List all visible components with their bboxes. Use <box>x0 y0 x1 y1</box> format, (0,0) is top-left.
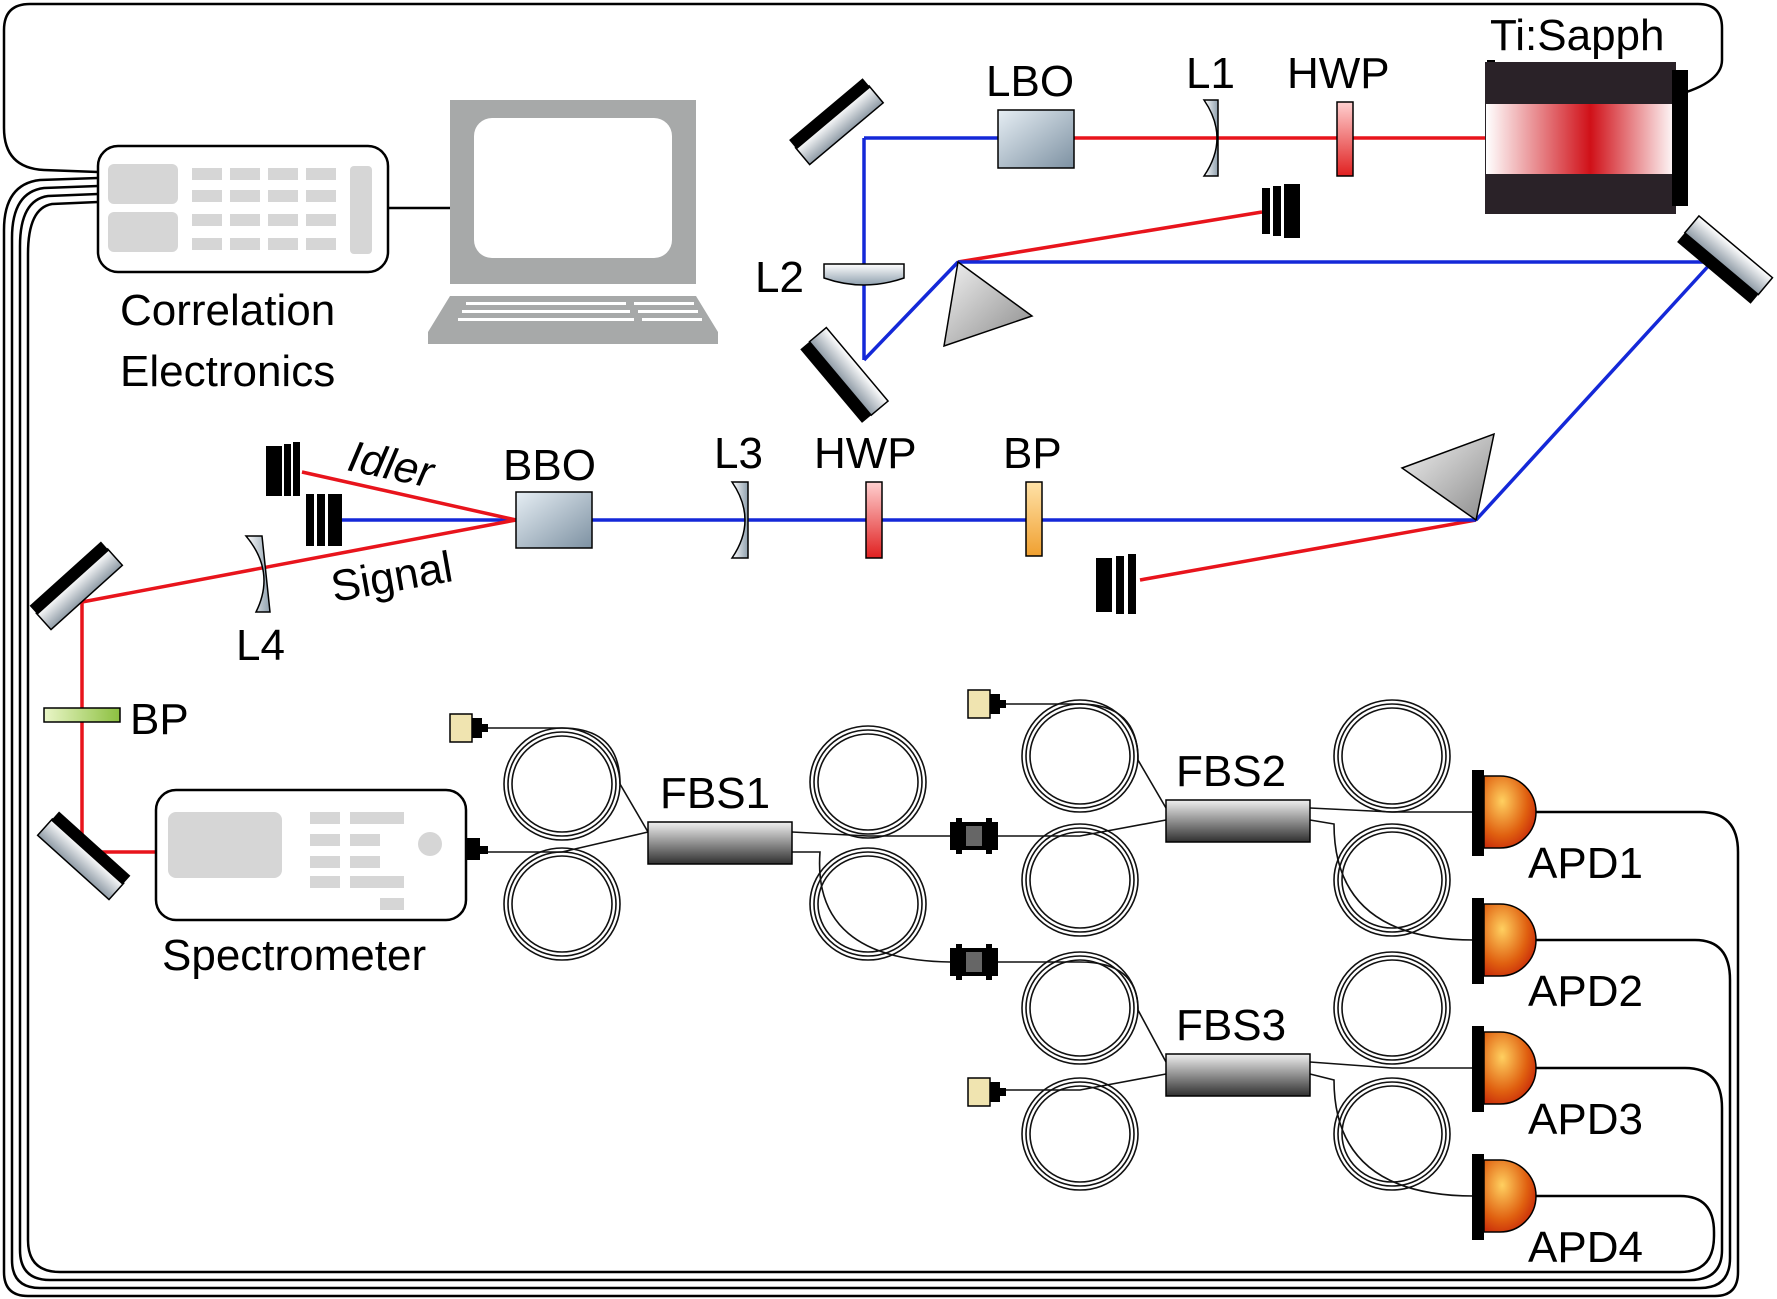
hwp-top-label: HWP <box>1287 49 1390 98</box>
spectrometer-label: Spectrometer <box>162 931 426 980</box>
fiber-mating-sleeve-1 <box>950 818 998 854</box>
spectrometer-knob <box>418 832 442 856</box>
fiber-coil-fbs3-in-top <box>1021 951 1139 1065</box>
lens-l1 <box>1202 99 1219 177</box>
fiber-connector-spectrometer <box>466 838 488 860</box>
fbs2-label: FBS2 <box>1176 747 1286 796</box>
computer-icon <box>428 100 718 344</box>
bbo-label: BBO <box>503 441 596 490</box>
fiber-beam-splitter-1 <box>647 821 793 865</box>
apd-signal-line-2 <box>10 184 1732 1290</box>
idler-beam <box>301 470 517 522</box>
fiber-coil-fbs3-in-bottom <box>1021 1077 1139 1191</box>
lens-l2 <box>823 263 905 286</box>
apd-2 <box>1472 898 1537 984</box>
beam-dump-lower <box>1096 554 1136 614</box>
apd3-label: APD3 <box>1528 1095 1643 1144</box>
lens-l3-label: L3 <box>714 429 763 478</box>
fiber-network <box>486 699 1475 1197</box>
bp-left-label: BP <box>130 695 189 744</box>
bbo-crystal <box>515 491 593 549</box>
correlation-label-line1: Correlation <box>120 286 335 335</box>
lbo-label: LBO <box>986 57 1074 106</box>
fbs3-label: FBS3 <box>1176 1001 1286 1050</box>
beam-dump-idler <box>266 442 300 496</box>
mirror-top <box>789 78 885 166</box>
apd-4 <box>1472 1154 1537 1240</box>
fiber-terminator-fbs1 <box>449 713 488 743</box>
mirror-signal-lower <box>36 811 131 901</box>
blue-diagonal-beam <box>1474 260 1714 522</box>
mirror-lower-left <box>800 326 890 423</box>
ti-sapphire-laser <box>1485 60 1688 214</box>
fiber-beam-splitter-2 <box>1165 799 1311 843</box>
hwp-mid-label: HWP <box>814 429 917 478</box>
lens-l3 <box>730 481 749 559</box>
fiber-coil-fbs1-out-top <box>809 725 927 839</box>
fiber-terminator-fbs3 <box>967 1077 1006 1107</box>
apd-signal-line-3 <box>18 192 1724 1282</box>
keypad <box>192 168 336 250</box>
idler-label: Idler <box>344 432 440 498</box>
fiber-coil-fbs3-out-top <box>1333 951 1451 1065</box>
prism-1 <box>943 260 1034 348</box>
fiber-coil-fbs3-out-bottom <box>1333 1077 1451 1191</box>
apd-signal-line-4 <box>26 200 1716 1274</box>
laser-end-plate <box>1672 70 1688 206</box>
beam-dump-pump <box>306 494 342 546</box>
apd-signal-bundle <box>2 176 1740 1298</box>
bp-mid-label: BP <box>1003 429 1062 478</box>
fiber-coil-fbs2-out-bottom <box>1333 823 1451 937</box>
apd4-label: APD4 <box>1528 1223 1643 1272</box>
fiber-coil-fbs2-in-bottom <box>1021 823 1139 937</box>
fiber-coil-fbs1-out-bottom <box>809 847 927 961</box>
apd-1 <box>1472 770 1537 856</box>
lens-l2-label: L2 <box>755 253 804 302</box>
apd-3 <box>1472 1026 1537 1112</box>
mirror-signal-upper <box>29 541 124 631</box>
signal-beam <box>81 518 517 604</box>
ti-sapph-label: Ti:Sapph <box>1490 11 1664 60</box>
bandpass-filter-left <box>43 707 121 723</box>
spectrometer <box>154 788 468 922</box>
half-wave-plate-mid <box>865 481 883 559</box>
laser-cavity <box>1486 104 1676 174</box>
fiber-beam-splitter-3 <box>1165 1053 1311 1097</box>
half-wave-plate-top <box>1336 101 1354 177</box>
laser-beams <box>80 136 1714 854</box>
side-slot <box>350 166 372 254</box>
mirror-right <box>1677 214 1774 304</box>
residual-red-beam-2 <box>1139 518 1477 582</box>
correlation-electronics <box>96 144 390 274</box>
fiber-terminator-fbs2 <box>967 689 1006 719</box>
bandpass-filter-mid <box>1025 481 1043 557</box>
residual-red-beam <box>957 210 1263 264</box>
fiber-coil-fbs2-in-top <box>1021 699 1139 813</box>
display-panel-1 <box>108 164 178 204</box>
apd1-label: APD1 <box>1528 839 1643 888</box>
fiber-mating-sleeve-2 <box>950 944 998 980</box>
lens-l1-label: L1 <box>1186 49 1235 98</box>
spectrometer-display <box>168 812 282 878</box>
blue-to-prism-beam <box>862 260 960 362</box>
lbo-crystal <box>997 109 1075 169</box>
prism-2 <box>1400 432 1496 522</box>
correlation-label-line2: Electronics <box>120 347 335 396</box>
apd2-label: APD2 <box>1528 967 1643 1016</box>
beam-dump-top <box>1262 184 1300 238</box>
lens-l4-label: L4 <box>236 621 285 670</box>
electrical-wiring <box>2 2 1740 1298</box>
fiber-coil-fbs1-in-bottom <box>503 847 621 961</box>
fiber-coil-fbs2-out-top <box>1333 699 1451 813</box>
display-panel-2 <box>108 212 178 252</box>
lens-l4 <box>244 535 271 613</box>
fiber-coil-fbs1-in-top <box>503 727 621 841</box>
fbs1-label: FBS1 <box>660 769 770 818</box>
